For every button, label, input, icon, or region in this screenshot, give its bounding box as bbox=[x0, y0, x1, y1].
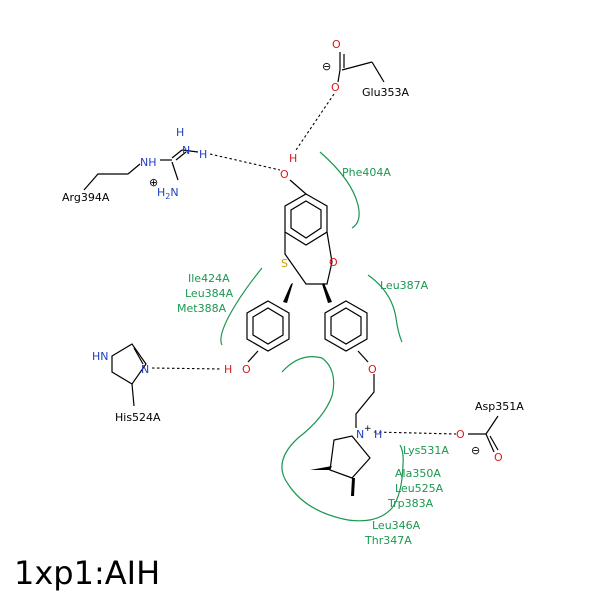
wedge-left bbox=[283, 283, 293, 303]
glu353-o-top: O bbox=[332, 38, 341, 51]
ligand-left-h: H bbox=[224, 363, 232, 376]
his524-hn: HN bbox=[92, 350, 109, 363]
arg394-charge: ⊕ bbox=[149, 176, 158, 189]
label-leu525: Leu525A bbox=[395, 482, 444, 495]
hbond-glu353 bbox=[295, 93, 335, 151]
glu353-charge: ⊖ bbox=[322, 60, 331, 73]
asp351-fragment bbox=[468, 415, 499, 453]
benzo-ring bbox=[284, 193, 328, 246]
label-ala350: Ala350A bbox=[395, 467, 441, 480]
ligand-phenol-o: O bbox=[280, 168, 289, 181]
label-arg394: Arg394A bbox=[62, 191, 110, 204]
label-his524: His524A bbox=[115, 411, 161, 424]
oxathiine-ring bbox=[284, 231, 333, 285]
benzo-ring-inner bbox=[290, 200, 322, 239]
atom-labels: O O ⊖ O H S O O H O N + H H N H NH ⊕ H2N… bbox=[92, 38, 503, 464]
right-phenyl-inner bbox=[330, 307, 362, 345]
hbond-his524 bbox=[151, 367, 223, 370]
label-thr347: Thr347A bbox=[364, 534, 412, 547]
wedge-methyl-2 bbox=[351, 478, 355, 496]
label-phe404: Phe404A bbox=[342, 166, 391, 179]
diagram-title: 1xp1:AIH bbox=[14, 554, 160, 592]
arg394-h-top: H bbox=[176, 126, 184, 139]
label-leu346: Leu346A bbox=[372, 519, 421, 532]
ligand-nh-h: H bbox=[374, 428, 382, 441]
label-lys531: Lys531A bbox=[403, 444, 449, 457]
asp351-o-left: O bbox=[456, 428, 465, 441]
arg394-h-right: H bbox=[199, 148, 207, 161]
ligand-ring-s: S bbox=[281, 257, 288, 270]
pocket-arc bbox=[281, 356, 404, 522]
label-leu387: Leu387A bbox=[380, 279, 429, 292]
arg394-n: N bbox=[182, 144, 190, 157]
ligand-ring-o: O bbox=[329, 256, 338, 269]
label-leu384: Leu384A bbox=[185, 287, 234, 300]
label-met388: Met388A bbox=[177, 302, 227, 315]
label-trp383: Trp383A bbox=[387, 497, 434, 510]
ile424-arc bbox=[220, 267, 263, 346]
label-ile424: Ile424A bbox=[188, 272, 230, 285]
arg394-fragment bbox=[83, 149, 199, 191]
glu353-fragment bbox=[337, 52, 385, 83]
ligand-right-o: O bbox=[368, 363, 377, 376]
bond-o-ring bbox=[289, 179, 307, 195]
bond-right-o bbox=[357, 350, 369, 363]
hbond-asp351 bbox=[373, 431, 457, 435]
left-phenyl-inner bbox=[252, 307, 284, 345]
hydrogen-bonds bbox=[151, 93, 457, 435]
residue-labels: Glu353A Arg394A Phe404A Ile424A Leu384A … bbox=[62, 86, 524, 547]
right-phenyl bbox=[324, 300, 368, 352]
leu387-arc bbox=[367, 274, 403, 343]
ligand-pyrrolidine-n: N bbox=[356, 428, 364, 441]
arg394-h2n: H2N bbox=[157, 186, 179, 201]
ligand bbox=[246, 179, 375, 496]
asp351-o-bottom: O bbox=[494, 451, 503, 464]
phe404-arc bbox=[319, 151, 360, 229]
pyrrolidine-ring bbox=[329, 435, 371, 479]
wedge-right bbox=[322, 283, 332, 303]
ether-chain bbox=[355, 374, 375, 428]
label-asp351: Asp351A bbox=[475, 400, 524, 413]
left-phenyl bbox=[246, 300, 290, 352]
glu353-o-bottom: O bbox=[331, 81, 340, 94]
ligand-left-o: O bbox=[242, 363, 251, 376]
asp351-charge: ⊖ bbox=[471, 444, 480, 457]
his524-n: N bbox=[141, 363, 149, 376]
hydrophobic-arcs bbox=[220, 151, 404, 522]
bond-left-oh bbox=[247, 350, 259, 363]
arg394-nh: NH bbox=[140, 156, 157, 169]
label-glu353: Glu353A bbox=[362, 86, 410, 99]
his524-fragment bbox=[111, 343, 147, 407]
wedge-methyl-1 bbox=[310, 466, 332, 470]
hbond-arg394 bbox=[209, 153, 281, 171]
ligand-n-plus: + bbox=[364, 424, 372, 434]
ligand-phenol-h: H bbox=[289, 152, 297, 165]
